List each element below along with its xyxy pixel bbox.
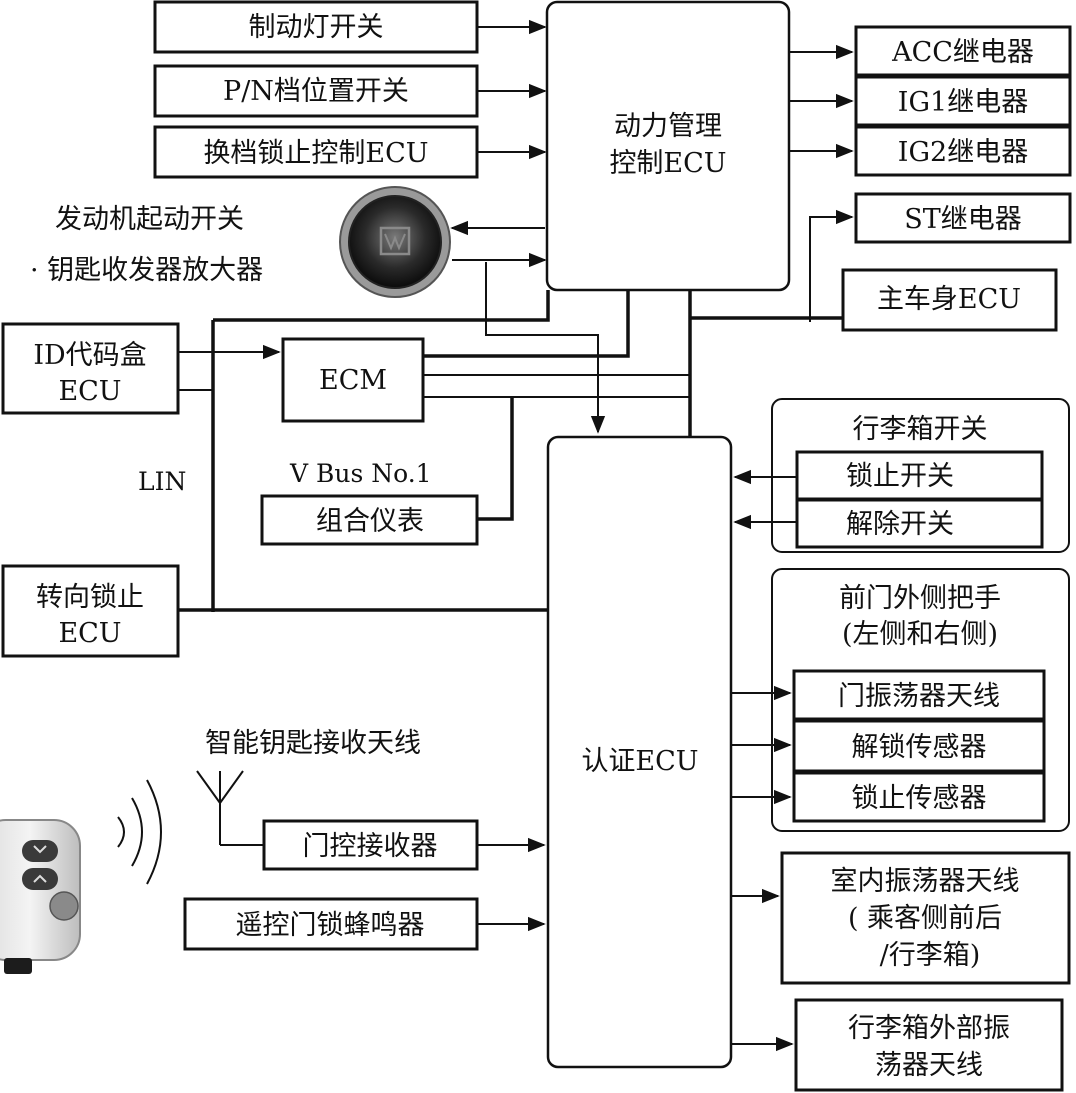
pn-position-switch: P/N档位置开关 [153, 64, 479, 118]
ig1-relay: IG1继电器 [854, 75, 1072, 127]
main-body-ecu-label: 主车身ECU [877, 284, 1021, 315]
power-ecu-label-line2: 控制ECU [609, 148, 726, 179]
vbus-label: V Bus No.1 [289, 459, 432, 488]
front-door-handle-group: 前门外侧把手 (左侧和右侧) 门振荡器天线 解锁传感器 锁止传感器 [771, 568, 1070, 832]
ig2-relay: IG2继电器 [854, 125, 1072, 177]
power-ecu-label-line1: 动力管理 [614, 111, 722, 142]
door-oscillator-antenna-label: 门振荡器天线 [838, 681, 1000, 712]
front-door-title-line1: 前门外侧把手 [839, 583, 1001, 614]
brake-light-switch: 制动灯开关 [153, 0, 479, 54]
engine-start-button-icon [339, 186, 451, 298]
lin-bus-label: LIN [138, 467, 186, 496]
door-control-receiver: 门控接收器 [262, 819, 479, 871]
steering-lock-ecu: 转向锁止 ECU [1, 564, 180, 658]
trunk-exterior-antenna: 行李箱外部振 荡器天线 [794, 998, 1064, 1092]
pn-position-switch-label: P/N档位置开关 [223, 76, 409, 107]
smart-key-fob-icon [0, 819, 81, 974]
id-code-box-label-line1: ID代码盒 [33, 340, 146, 371]
smart-key-antenna-label: 智能钥匙接收天线 [205, 728, 421, 759]
shift-lock-ecu: 换档锁止控制ECU [153, 125, 479, 179]
trunk-switch-group: 行李箱开关 锁止开关 解除开关 [771, 398, 1070, 553]
unlock-sensor-label: 解锁传感器 [852, 732, 987, 763]
antenna-icon [196, 770, 244, 845]
steering-lock-label-line1: 转向锁止 [36, 582, 144, 613]
lock-sensor-label: 锁止传感器 [852, 783, 987, 814]
cabin-oscillator-antenna: 室内振荡器天线 ( 乘客侧前后 /行李箱) [780, 851, 1071, 985]
st-relay-label: ST继电器 [904, 204, 1022, 235]
start-switch-label-line1: 发动机起动开关 [55, 204, 244, 235]
start-switch-label-line2: · 钥匙收发器放大器 [30, 255, 263, 286]
trunk-antenna-label-line2: 荡器天线 [875, 1050, 983, 1081]
combination-meter-label: 组合仪表 [316, 506, 424, 537]
trunk-switch-title: 行李箱开关 [853, 414, 988, 445]
brake-light-switch-label: 制动灯开关 [249, 12, 384, 43]
trunk-lock-switch-label: 锁止开关 [846, 461, 954, 492]
remote-lock-buzzer-label: 遥控门锁蜂鸣器 [236, 910, 425, 941]
authentication-ecu-label: 认证ECU [581, 746, 698, 777]
shift-lock-ecu-label: 换档锁止控制ECU [203, 138, 428, 169]
main-body-ecu: 主车身ECU [841, 268, 1058, 332]
ig2-relay-label: IG2继电器 [898, 137, 1028, 168]
ecm: ECM [281, 337, 425, 423]
st-relay: ST继电器 [854, 192, 1072, 244]
id-code-box-label-line2: ECU [58, 376, 121, 407]
trunk-antenna-label-line1: 行李箱外部振 [848, 1013, 1010, 1044]
cabin-antenna-label-line1: 室内振荡器天线 [831, 866, 1020, 897]
remote-lock-buzzer: 遥控门锁蜂鸣器 [183, 897, 479, 951]
steering-lock-label-line2: ECU [58, 618, 121, 649]
door-control-receiver-label: 门控接收器 [303, 831, 438, 862]
power-management-ecu: 动力管理 控制ECU [545, 0, 791, 292]
combination-meter: 组合仪表 [260, 494, 479, 546]
trunk-unlock-switch-label: 解除开关 [846, 509, 954, 540]
ecm-label: ECM [319, 365, 387, 396]
cabin-antenna-label-line2: ( 乘客侧前后 [848, 903, 1002, 934]
acc-relay-label: ACC继电器 [891, 37, 1034, 68]
radio-wave-icon [117, 779, 162, 885]
cabin-antenna-label-line3: /行李箱) [880, 940, 981, 971]
acc-relay: ACC继电器 [854, 25, 1072, 77]
id-code-box-ecu: ID代码盒 ECU [1, 322, 180, 415]
front-door-title-line2: (左侧和右侧) [842, 619, 998, 650]
ig1-relay-label: IG1继电器 [898, 87, 1028, 118]
authentication-ecu: 认证ECU [546, 435, 733, 1069]
